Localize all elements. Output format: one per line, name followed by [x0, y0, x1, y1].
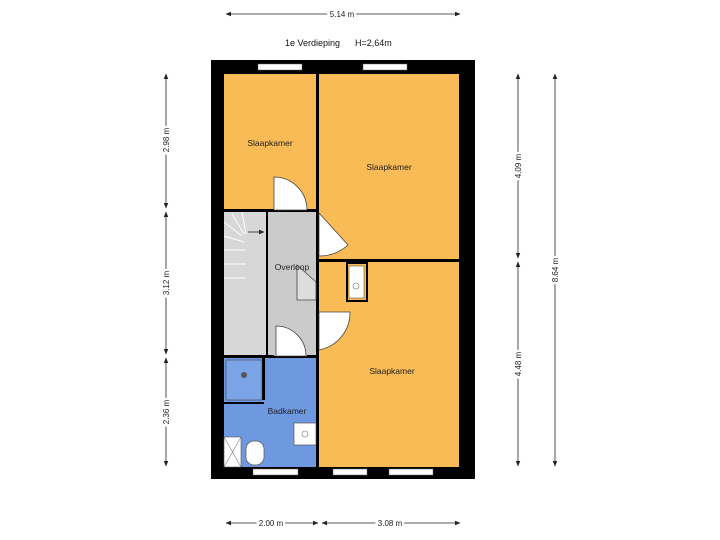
- label-landing: Overloop: [275, 262, 310, 272]
- dim-top-width: 5.14 m: [330, 10, 355, 19]
- stair-treads: [223, 211, 247, 279]
- dim-left-upper: 2.98 m: [162, 127, 171, 152]
- bath-sink: [293, 422, 317, 446]
- dim-bottom-left-width: 2.00 m: [259, 519, 284, 528]
- label-bedroom-top-left: Slaapkamer: [247, 138, 293, 148]
- room-bedroom-top-right: [319, 74, 459, 260]
- floor-name-label: 1e Verdieping: [285, 38, 340, 48]
- staircase: [224, 212, 268, 356]
- dim-bottom-right-width: 3.08 m: [378, 519, 403, 528]
- label-bedroom-top-right: Slaapkamer: [366, 162, 412, 172]
- interior-walls: [224, 74, 459, 467]
- shower: [225, 359, 263, 401]
- windows: [252, 63, 434, 476]
- label-bathroom: Badkamer: [268, 406, 307, 416]
- landing-sink: [348, 265, 365, 299]
- floor-height-label: H=2,64m: [355, 38, 392, 48]
- dim-right-lower: 4.48 m: [514, 351, 523, 376]
- dim-right-upper: 4.09 m: [514, 153, 523, 178]
- room-bedroom-bottom-right: [319, 262, 459, 467]
- dimension-lines: [163, 11, 558, 526]
- dim-left-middle: 3.12 m: [162, 270, 171, 295]
- dim-total-depth: 8.64 m: [551, 257, 560, 282]
- door-swings: [273, 176, 351, 357]
- label-bedroom-bottom-right: Slaapkamer: [369, 366, 415, 376]
- cabinet: [223, 436, 242, 468]
- room-bedroom-top-left: [224, 74, 316, 210]
- dim-left-lower: 2.36 m: [162, 399, 171, 424]
- toilet: [245, 440, 265, 466]
